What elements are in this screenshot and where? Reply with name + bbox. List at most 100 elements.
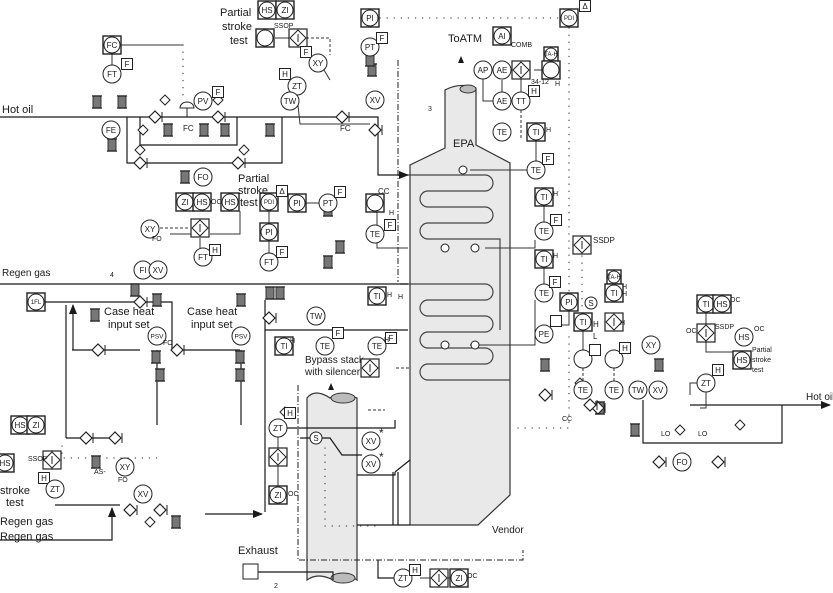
hot-oil-inlet-line [0, 116, 409, 179]
valve-group [79, 53, 746, 580]
check-valve-icon[interactable] [133, 295, 148, 309]
block-valve-icon[interactable] [365, 53, 375, 67]
label-stroke: stroke [238, 185, 268, 197]
block-valve-icon[interactable] [151, 350, 161, 364]
xv-field: XV [148, 260, 168, 280]
label-h: H [384, 337, 389, 344]
check-valve-icon[interactable] [583, 398, 598, 412]
te-field: TE [534, 283, 554, 303]
check-valve-icon[interactable] [538, 388, 553, 402]
f-box: F [121, 58, 133, 70]
check-valve-icon[interactable] [231, 156, 246, 170]
check-valve-icon[interactable] [368, 123, 383, 137]
label-regen-gas: Regen gas [0, 516, 54, 528]
check-valve-icon[interactable] [211, 110, 226, 124]
instrument-tag: XV [138, 490, 149, 499]
block-valve-icon[interactable] [265, 123, 275, 137]
check-valve-icon[interactable] [91, 343, 106, 357]
block-valve-icon[interactable] [180, 170, 190, 184]
instrument-tag: ZI [455, 574, 462, 583]
regen-gas-return-line [0, 507, 116, 541]
xy-field: XY [115, 457, 135, 477]
instrument-tag: HS [261, 6, 272, 15]
check-valve-icon[interactable] [170, 343, 185, 357]
block-valve-icon[interactable] [335, 240, 345, 254]
ti-panel: TI [526, 122, 546, 142]
block-valve-icon[interactable] [152, 293, 162, 307]
instrument-tag: ZI [181, 198, 188, 207]
vessel-label: EPA [453, 138, 475, 150]
xy-field: XY [308, 53, 328, 73]
instrument-tag: TE [531, 166, 541, 175]
1fl-panel: 1FL [26, 292, 46, 312]
label-hot-oil: Hot oil [806, 392, 833, 403]
block-valve-icon[interactable] [91, 455, 101, 469]
check-valve-icon[interactable] [262, 311, 277, 325]
label-regen-gas: Regen gas [2, 268, 50, 279]
instrument-tag: ZI [274, 491, 281, 500]
block-valve-icon[interactable] [171, 515, 181, 529]
ft-field: FT [193, 247, 213, 267]
instrument-tag: FE [106, 126, 116, 135]
block-valve-icon[interactable] [90, 308, 100, 322]
instrument-tag: HS [14, 421, 25, 430]
check-valve-icon[interactable] [148, 110, 163, 124]
pdi-panel: PDI [559, 8, 579, 28]
label-test: test [230, 35, 248, 47]
block-valve-icon[interactable] [323, 255, 333, 269]
block-valve-icon[interactable] [654, 358, 664, 372]
instrument-tag: FT [107, 70, 117, 79]
instrument-tag: TE [609, 386, 619, 395]
check-valve-icon[interactable] [711, 455, 726, 469]
check-valve-icon[interactable] [133, 156, 148, 170]
diamond-tag-icon [137, 124, 149, 136]
block-valve-icon[interactable] [155, 368, 165, 382]
pi-panel: PI [259, 222, 279, 242]
block-valve-icon[interactable] [117, 95, 127, 109]
check-valve-icon[interactable] [123, 503, 138, 517]
instrument-tag: PSV [150, 333, 164, 340]
zt-field: ZT [268, 418, 288, 438]
label-case-heat: Case heat [104, 306, 154, 318]
instrument-tag: TE [578, 386, 588, 395]
block-valve-icon[interactable] [92, 95, 102, 109]
instrument-tag: TI [280, 342, 287, 351]
tw-field: TW [306, 306, 326, 326]
hs-panel: HS [10, 415, 30, 435]
check-valve-icon[interactable] [153, 503, 168, 517]
block-valve-icon[interactable] [199, 123, 209, 137]
block-valve-icon[interactable] [630, 423, 640, 437]
instrument-tag: TA-H [607, 275, 621, 281]
instrument-tag: H [282, 70, 288, 79]
s-field: S [584, 296, 598, 310]
blank-field [573, 349, 593, 369]
check-valve-icon[interactable] [108, 431, 123, 445]
instrument-tag: ZT [50, 485, 60, 494]
block-valve-icon[interactable] [235, 368, 245, 382]
block-valve-icon[interactable] [163, 123, 173, 137]
zt-field: ZT [45, 479, 65, 499]
block-valve-icon[interactable] [236, 293, 246, 307]
pi-panel: PI [559, 292, 579, 312]
label-comb: COMB [511, 42, 532, 49]
control-valve-actuator-icon[interactable] [179, 101, 195, 117]
block-valve-icon[interactable] [220, 123, 230, 137]
diamond-tag-icon [674, 424, 686, 436]
te-field: TE [526, 160, 546, 180]
block-valve-icon[interactable] [235, 350, 245, 364]
fc-panel: FC [102, 35, 122, 55]
label-h: H [553, 253, 558, 260]
label-regen-gas: Regen gas [0, 531, 54, 543]
block-valve-icon[interactable] [275, 286, 285, 300]
block-valve-icon[interactable] [540, 358, 550, 372]
check-valve-icon[interactable] [335, 110, 350, 124]
block-valve-icon[interactable] [265, 286, 275, 300]
label-ssop: SSOP [28, 456, 48, 463]
check-valve-icon[interactable] [652, 455, 667, 469]
check-valve-icon[interactable] [79, 431, 94, 445]
psv-field: PSV [147, 326, 167, 346]
block-valve-icon[interactable] [107, 138, 117, 152]
block-valve-icon[interactable] [130, 283, 140, 297]
